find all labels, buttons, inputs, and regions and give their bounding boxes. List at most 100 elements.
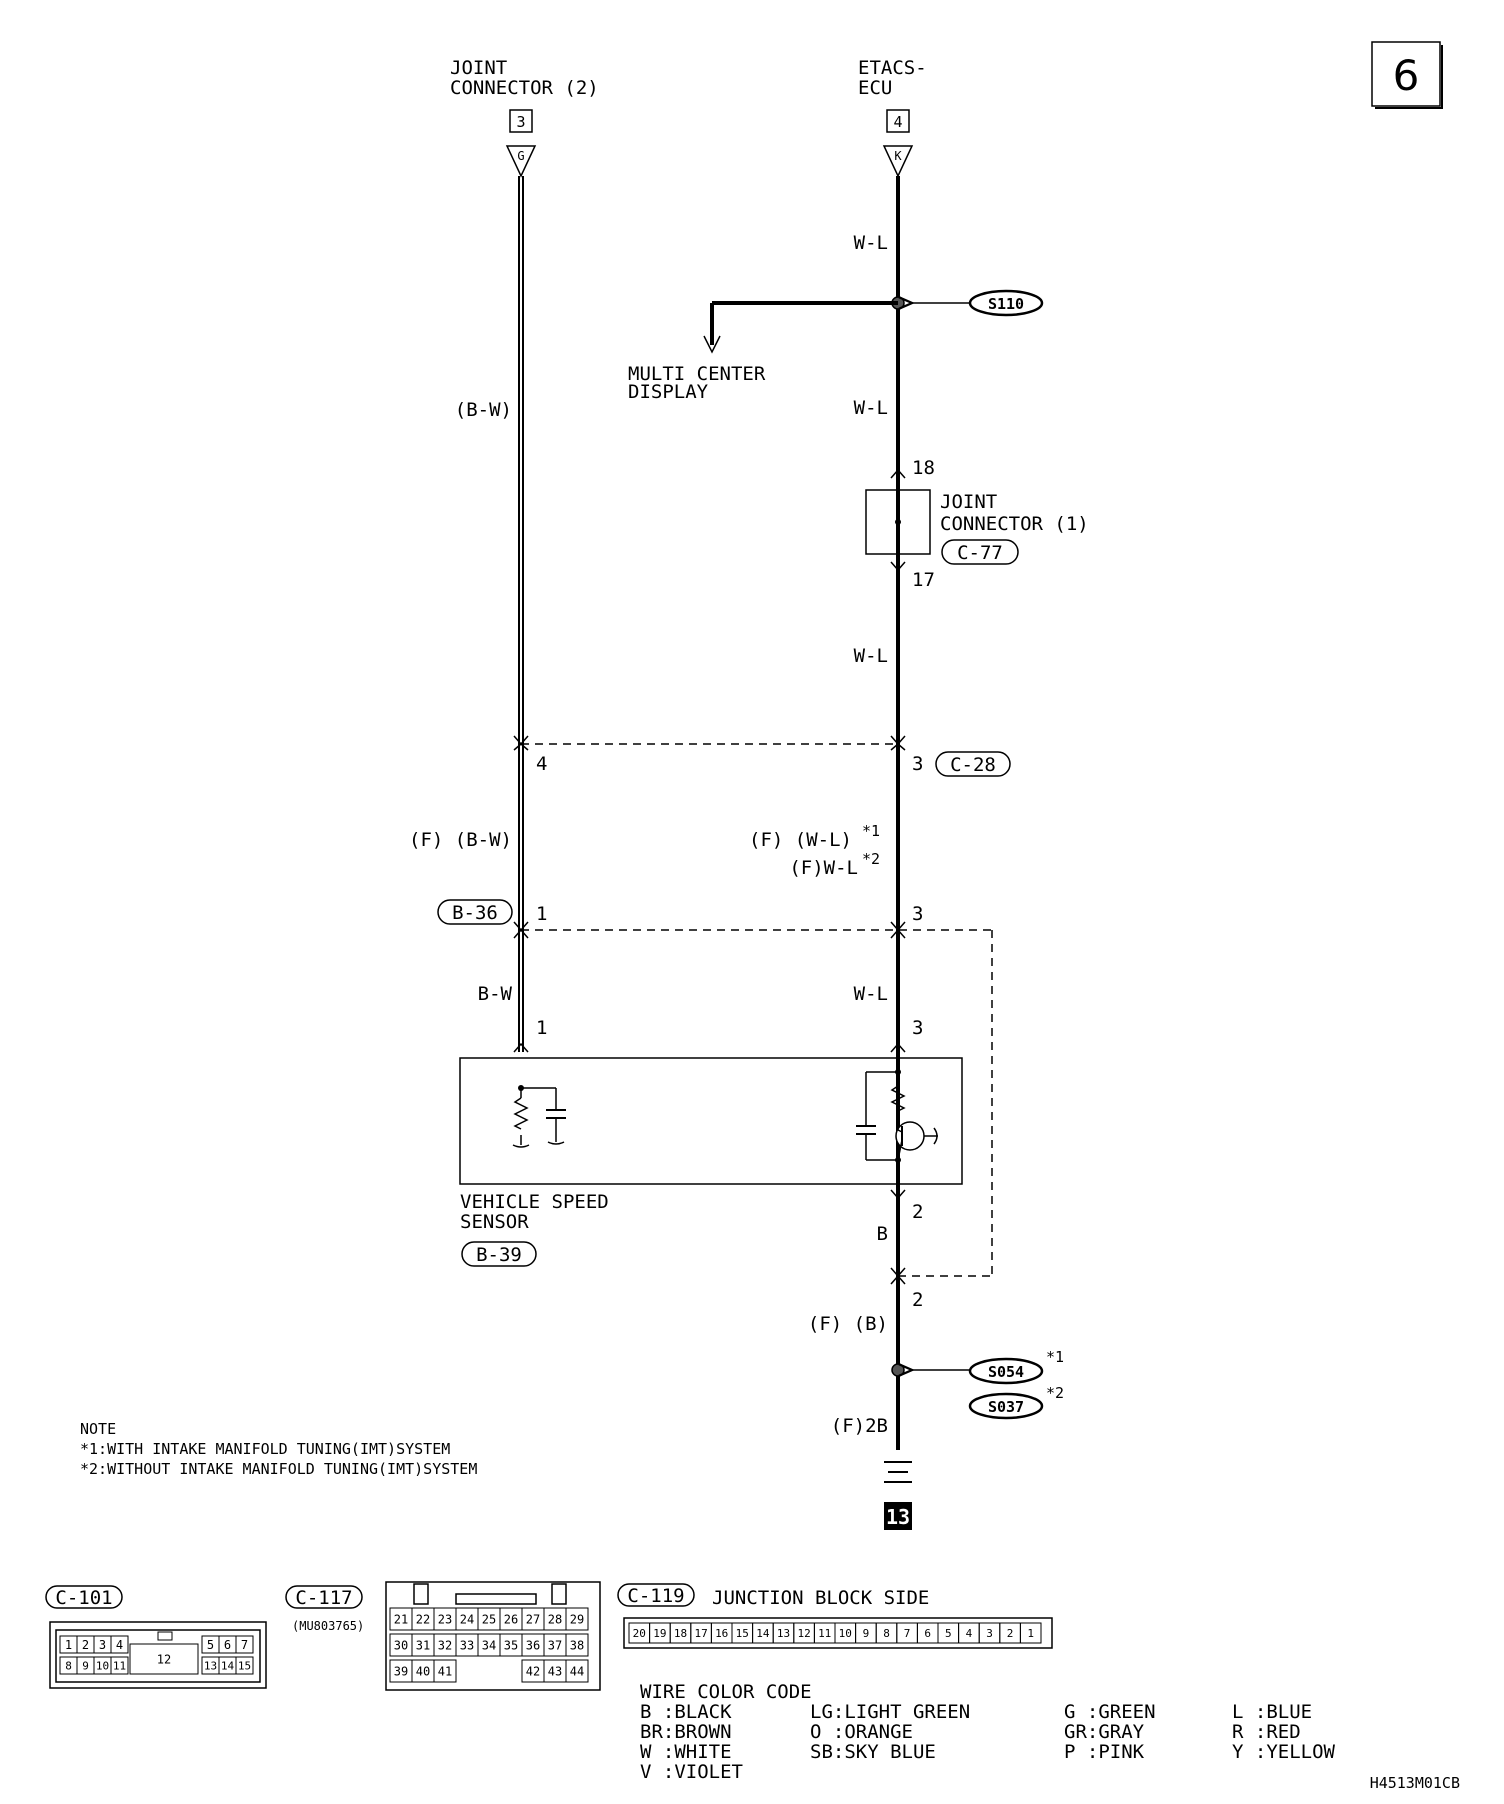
c101-pin: 12 — [157, 1652, 171, 1666]
sensor-title-1: VEHICLE SPEED — [460, 1191, 609, 1213]
c119-pin: 18 — [674, 1627, 687, 1640]
wire-label-right-2: W-L — [854, 397, 888, 419]
wire-label-right-3: W-L — [854, 645, 888, 667]
etacs-ecu-terminal: K — [894, 149, 902, 163]
joint-connector-2-title-1: JOINT — [450, 57, 507, 79]
c117-part-no: (MU803765) — [292, 1619, 364, 1633]
splice-s110-label: S110 — [988, 295, 1024, 313]
multi-center-display-line-2: DISPLAY — [628, 381, 709, 403]
wire-color-entry: O :ORANGE — [810, 1721, 913, 1743]
wire-label-right-f2-mark: *2 — [862, 850, 880, 868]
c101-pin: 8 — [65, 1659, 72, 1672]
c117-pin: 26 — [504, 1612, 518, 1626]
note: NOTE *1:WITH INTAKE MANIFOLD TUNING(IMT)… — [80, 1420, 477, 1478]
ground-symbol: 13 — [884, 1461, 912, 1530]
wire-label-sensor-out: B — [877, 1223, 888, 1245]
ground-ref: 13 — [886, 1505, 910, 1529]
c117-pin: 40 — [416, 1664, 430, 1678]
c101-pin: 1 — [65, 1638, 72, 1652]
c119-pin: 14 — [756, 1627, 770, 1640]
c119-pin: 19 — [653, 1627, 666, 1640]
wire-label-ground-2: (F)2B — [831, 1415, 888, 1437]
c119-pin: 11 — [818, 1627, 831, 1640]
wire-label-left-mid: (F) (B-W) — [409, 829, 512, 851]
c117-pin: 27 — [526, 1612, 540, 1626]
wire-color-entry: V :VIOLET — [640, 1761, 743, 1783]
wire-color-entry: LG:LIGHT GREEN — [810, 1701, 970, 1723]
splice-s054-s037: S054 *1 S037 *2 — [891, 1348, 1064, 1420]
c117-pin: 38 — [570, 1638, 584, 1652]
c117-pin: 24 — [460, 1612, 474, 1626]
connector-b36-pin-right: 3 — [912, 903, 923, 925]
connector-b36-code: B-36 — [452, 902, 498, 924]
vehicle-speed-sensor: 1 3 2 VEHICLE SPEE — [459, 1017, 963, 1267]
sensor-code: B-39 — [476, 1244, 522, 1266]
c101-pin: 5 — [207, 1638, 214, 1652]
c119-caption: JUNCTION BLOCK SIDE — [712, 1587, 929, 1609]
etacs-ecu: ETACS- ECU 4 K — [858, 57, 927, 178]
c119-pin: 3 — [986, 1627, 993, 1640]
c117-pin: 32 — [438, 1638, 452, 1652]
wire-color-entry: BR:BROWN — [640, 1721, 732, 1743]
joint-connector-2-page-ref: 3 — [516, 113, 525, 131]
joint-connector-1-pin-in: 18 — [912, 457, 935, 479]
sensor-pin-left: 1 — [536, 1017, 547, 1039]
note-title: NOTE — [80, 1420, 116, 1438]
c117-pin: 44 — [570, 1664, 584, 1678]
wire-label-left-top: (B-W) — [455, 399, 512, 421]
joint-connector-2: JOINT CONNECTOR (2) 3 G — [450, 57, 599, 178]
c117-pin: 41 — [438, 1664, 452, 1678]
c119-pin: 13 — [777, 1627, 790, 1640]
connector-b36: B-36 1 3 2 — [437, 899, 993, 1311]
connector-c28-pin-right: 3 — [912, 753, 923, 775]
connector-c28: 4 3 C-28 — [513, 735, 1011, 777]
c117-pin: 37 — [548, 1638, 562, 1652]
c101-pin: 6 — [224, 1638, 231, 1652]
sensor-pin-bottom: 2 — [912, 1201, 923, 1223]
page-number-box: 6 — [1371, 41, 1443, 109]
etacs-ecu-page-ref: 4 — [893, 113, 902, 131]
c101-pin: 11 — [113, 1659, 126, 1672]
splice-s037-label: S037 — [988, 1398, 1024, 1416]
wire-color-entry: GR:GRAY — [1064, 1721, 1145, 1743]
c101-pin: 7 — [241, 1638, 248, 1652]
wire-label-left-low: B-W — [478, 983, 513, 1005]
c101-pin: 10 — [96, 1659, 109, 1672]
connector-b36-pin-left: 1 — [536, 903, 547, 925]
c117-pin: 28 — [548, 1612, 562, 1626]
c119-pin: 6 — [924, 1627, 931, 1640]
c119-pin: 5 — [945, 1627, 952, 1640]
wire-color-code-title: WIRE COLOR CODE — [640, 1681, 812, 1703]
note-line-1: *1:WITH INTAKE MANIFOLD TUNING(IMT)SYSTE… — [80, 1440, 450, 1458]
c117-pin: 21 — [394, 1612, 408, 1626]
c119-pin: 16 — [715, 1627, 728, 1640]
splice-s054-label: S054 — [988, 1363, 1024, 1381]
wire-label-right-f1-mark: *1 — [862, 822, 880, 840]
splice-s054-mark: *1 — [1046, 1348, 1064, 1366]
wire-b-w — [518, 176, 524, 1052]
joint-connector-1-title-2: CONNECTOR (1) — [940, 513, 1089, 535]
c101-pin: 9 — [82, 1659, 89, 1672]
c117-pin: 22 — [416, 1612, 430, 1626]
wire-color-entry: W :WHITE — [640, 1741, 732, 1763]
c101-pin: 13 — [204, 1659, 217, 1672]
c119-code: C-119 — [627, 1585, 684, 1607]
connector-c28-pin-left: 4 — [536, 753, 547, 775]
joint-connector-1-title-1: JOINT — [940, 491, 997, 513]
c117-pin: 33 — [460, 1638, 474, 1652]
c101-pin: 14 — [221, 1659, 235, 1672]
c117-pin: 42 — [526, 1664, 540, 1678]
wire-color-entry: L :BLUE — [1232, 1701, 1312, 1723]
wire-color-entry: B :BLACK — [640, 1701, 732, 1723]
c119-pin: 7 — [904, 1627, 911, 1640]
joint-connector-1-pin-out: 17 — [912, 569, 935, 591]
